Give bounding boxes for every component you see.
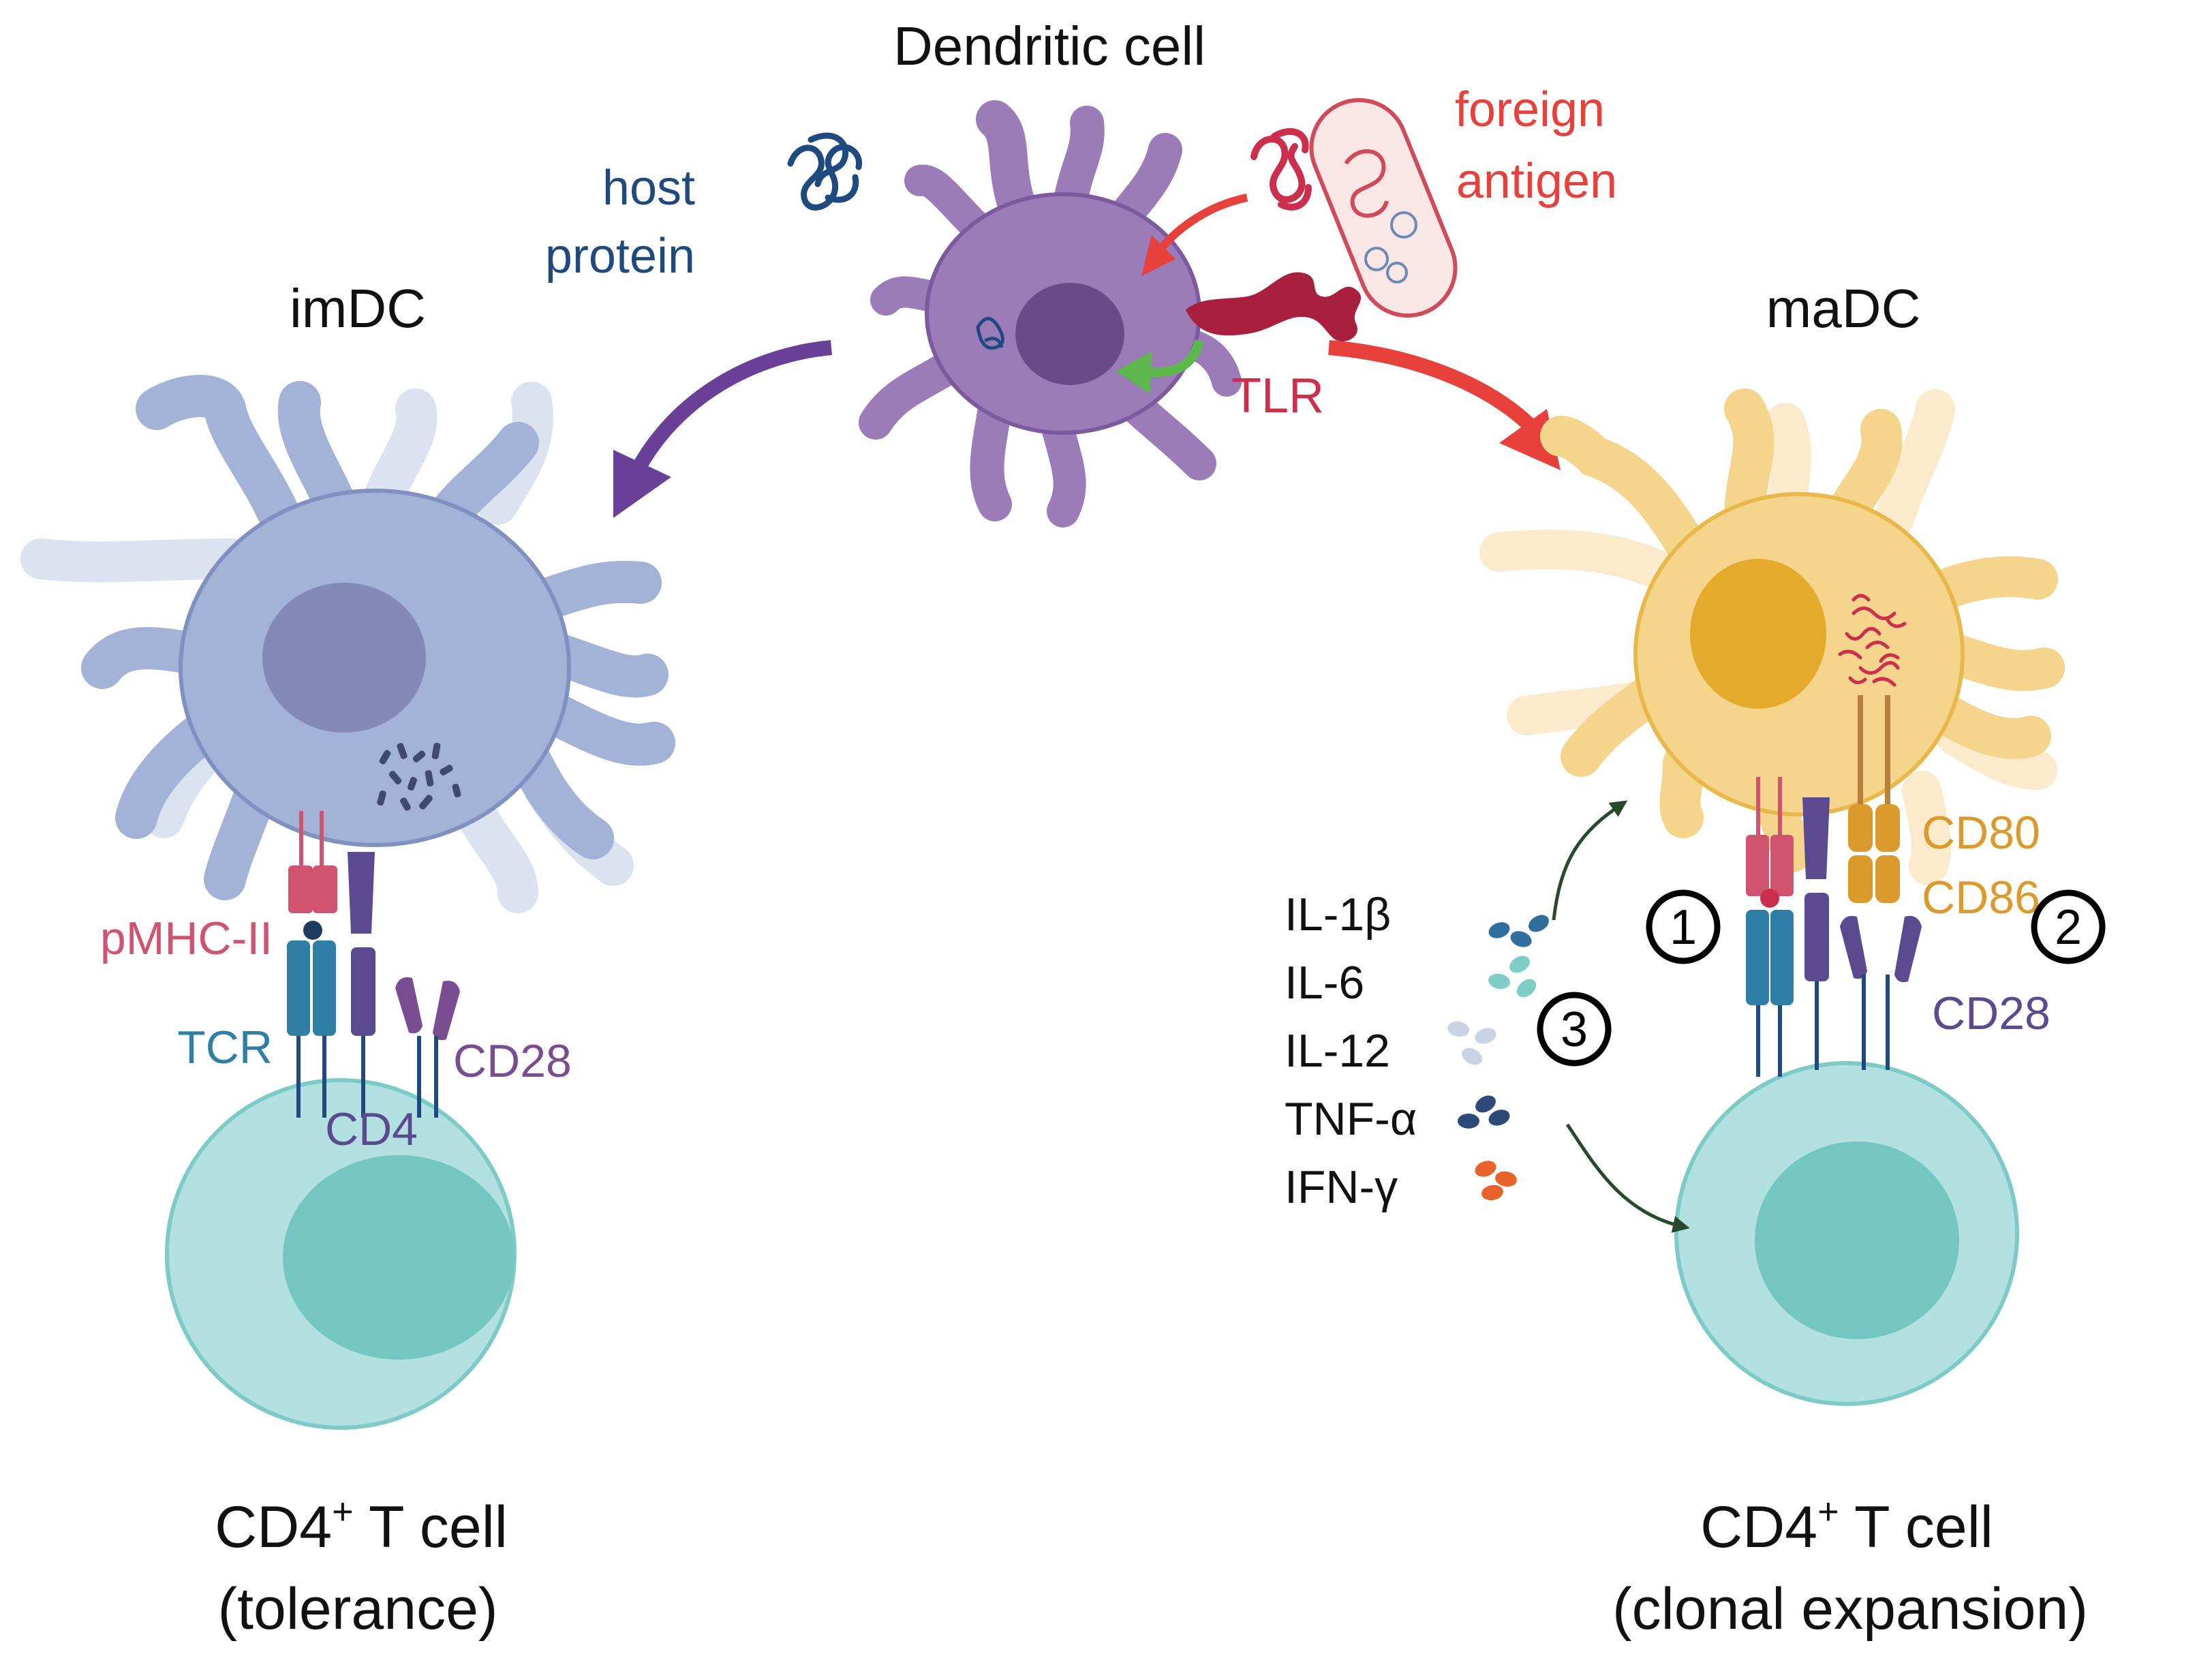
dc-nucleus: [1015, 283, 1124, 385]
bacterium-icon: [1309, 97, 1458, 318]
host-protein-icon: [787, 132, 862, 211]
cd80-cd86-right: [1848, 695, 1900, 903]
cd28-right: [1840, 916, 1922, 1070]
cytokine-label: IFN-γ: [1285, 1161, 1398, 1213]
diagram-title: Dendritic cell: [893, 16, 1205, 76]
pmhc-left: [288, 811, 337, 940]
tcell-right: [1674, 1061, 2019, 1406]
cd4-label: CD4: [325, 1103, 418, 1155]
cd86-label: CD86: [1922, 872, 2040, 923]
cd28-right-label: CD28: [1932, 987, 2050, 1039]
cytokine-release-arrow: [1552, 800, 1628, 921]
cytokine-label: IL-12: [1285, 1025, 1390, 1077]
dendritic-cell: [859, 100, 1242, 527]
host-protein-label-line2: protein: [545, 229, 695, 284]
cytokine-list: IL-1β IL-6 IL-12 TNF-α IFN-γ: [1285, 889, 1549, 1213]
foreign-antigen-icon: [1250, 127, 1312, 211]
svg-text:2: 2: [2055, 900, 2082, 955]
svg-text:3: 3: [1561, 1002, 1588, 1057]
cytokine-dots-il1b: [1488, 915, 1549, 947]
tcr-right: [1746, 910, 1794, 1077]
tlr-receptor-icon: [1186, 272, 1362, 342]
tcell-right-caption-line2: (clonal expansion): [1612, 1576, 2088, 1642]
pmhc-label: pMHC-II: [100, 913, 273, 964]
tcr-left: [287, 940, 336, 1118]
tcell-left-nucleus: [283, 1155, 514, 1360]
cd4-left: [348, 852, 375, 1118]
tlr-label: TLR: [1231, 369, 1324, 423]
madc-cell: [1479, 388, 2065, 885]
cytokine-dots-il6: [1488, 955, 1537, 998]
foreign-antigen-label-line2: antigen: [1456, 154, 1617, 209]
tcell-left-caption-line2: (tolerance): [217, 1576, 497, 1642]
foreign-antigen-label-line1: foreign: [1455, 82, 1605, 137]
imdc-nucleus: [262, 583, 426, 733]
tcell-left: [165, 1078, 517, 1430]
madc-nucleus: [1690, 559, 1826, 709]
cytokine-label: TNF-α: [1285, 1093, 1417, 1145]
cytokine-dots-ifng: [1475, 1161, 1517, 1201]
tcell-left-caption-line1: CD4+ T cell: [215, 1491, 508, 1560]
cd28-left-label: CD28: [453, 1035, 572, 1087]
cd4-right: [1802, 797, 1830, 1070]
step-3-badge: 3: [1537, 992, 1612, 1067]
engulfed-host-protein-icon: [976, 317, 1004, 350]
svg-text:1: 1: [1670, 900, 1697, 955]
tcr-label: TCR: [177, 1022, 273, 1073]
host-protein-label-line1: host: [602, 161, 695, 215]
antigen-uptake-arrow: [1141, 194, 1248, 276]
imdc-label: imDC: [290, 278, 426, 339]
processed-foreign-peptides-icon: [1838, 594, 1907, 687]
cytokine-label: IL-6: [1285, 957, 1364, 1009]
tcell-right-caption-line1: CD4+ T cell: [1700, 1491, 1993, 1560]
cytokine-signal-arrow: [1565, 1123, 1690, 1233]
step-1-badge: 1: [1646, 889, 1721, 964]
cytokine-dots-tnfa: [1458, 1095, 1510, 1129]
cytokine-dots-il12: [1447, 1021, 1496, 1065]
pmhc-right: [1746, 777, 1794, 908]
cd28-left: [395, 977, 460, 1118]
processed-host-peptides-icon: [377, 742, 461, 811]
tcell-right-nucleus: [1755, 1142, 1959, 1339]
cytokine-label: IL-1β: [1285, 889, 1391, 940]
madc-label: maDC: [1766, 278, 1921, 339]
tlr-signal-arrow: [1116, 339, 1204, 394]
arrow-to-madc: [1328, 340, 1561, 470]
arrow-to-imdc: [613, 340, 833, 518]
imdc-cell: [20, 375, 675, 913]
step-2-badge: 2: [2031, 889, 2106, 964]
cd80-label: CD80: [1922, 807, 2040, 859]
